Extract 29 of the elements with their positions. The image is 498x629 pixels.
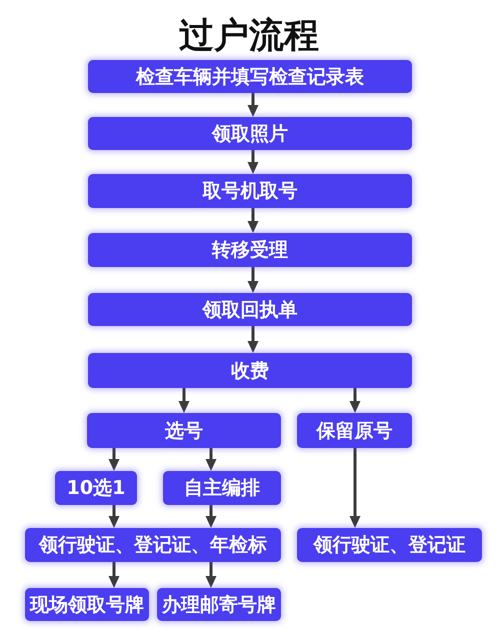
arrow	[248, 93, 258, 117]
arrow	[108, 448, 120, 471]
title: 过户流程	[179, 15, 319, 58]
process-box: 取号机取号	[88, 174, 412, 208]
arrow	[108, 562, 120, 588]
arrow	[248, 326, 258, 353]
process-box: 领行驶证、登记证	[297, 528, 482, 562]
arrow	[248, 267, 258, 293]
process-box: 领行驶证、登记证、年检标	[25, 528, 281, 562]
arrow	[350, 388, 360, 413]
arrow	[178, 388, 190, 413]
arrow	[206, 562, 216, 588]
process-box: 转移受理	[88, 233, 412, 267]
arrow	[206, 505, 216, 528]
process-box: 选号	[87, 413, 281, 448]
process-box: 检查车辆并填写检查记录表	[88, 60, 412, 93]
arrow	[248, 150, 258, 174]
process-box: 10选1	[55, 471, 137, 505]
process-box: 领取照片	[88, 117, 412, 150]
process-box: 保留原号	[297, 413, 412, 448]
arrow	[206, 448, 216, 471]
arrow	[108, 505, 120, 528]
process-box: 办理邮寄号牌	[157, 588, 281, 621]
process-box: 现场领取号牌	[25, 588, 149, 621]
arrow	[350, 448, 360, 528]
process-box: 收费	[88, 353, 412, 388]
process-box: 自主编排	[163, 471, 281, 505]
process-box: 领取回执单	[88, 293, 412, 326]
arrow	[248, 208, 258, 233]
